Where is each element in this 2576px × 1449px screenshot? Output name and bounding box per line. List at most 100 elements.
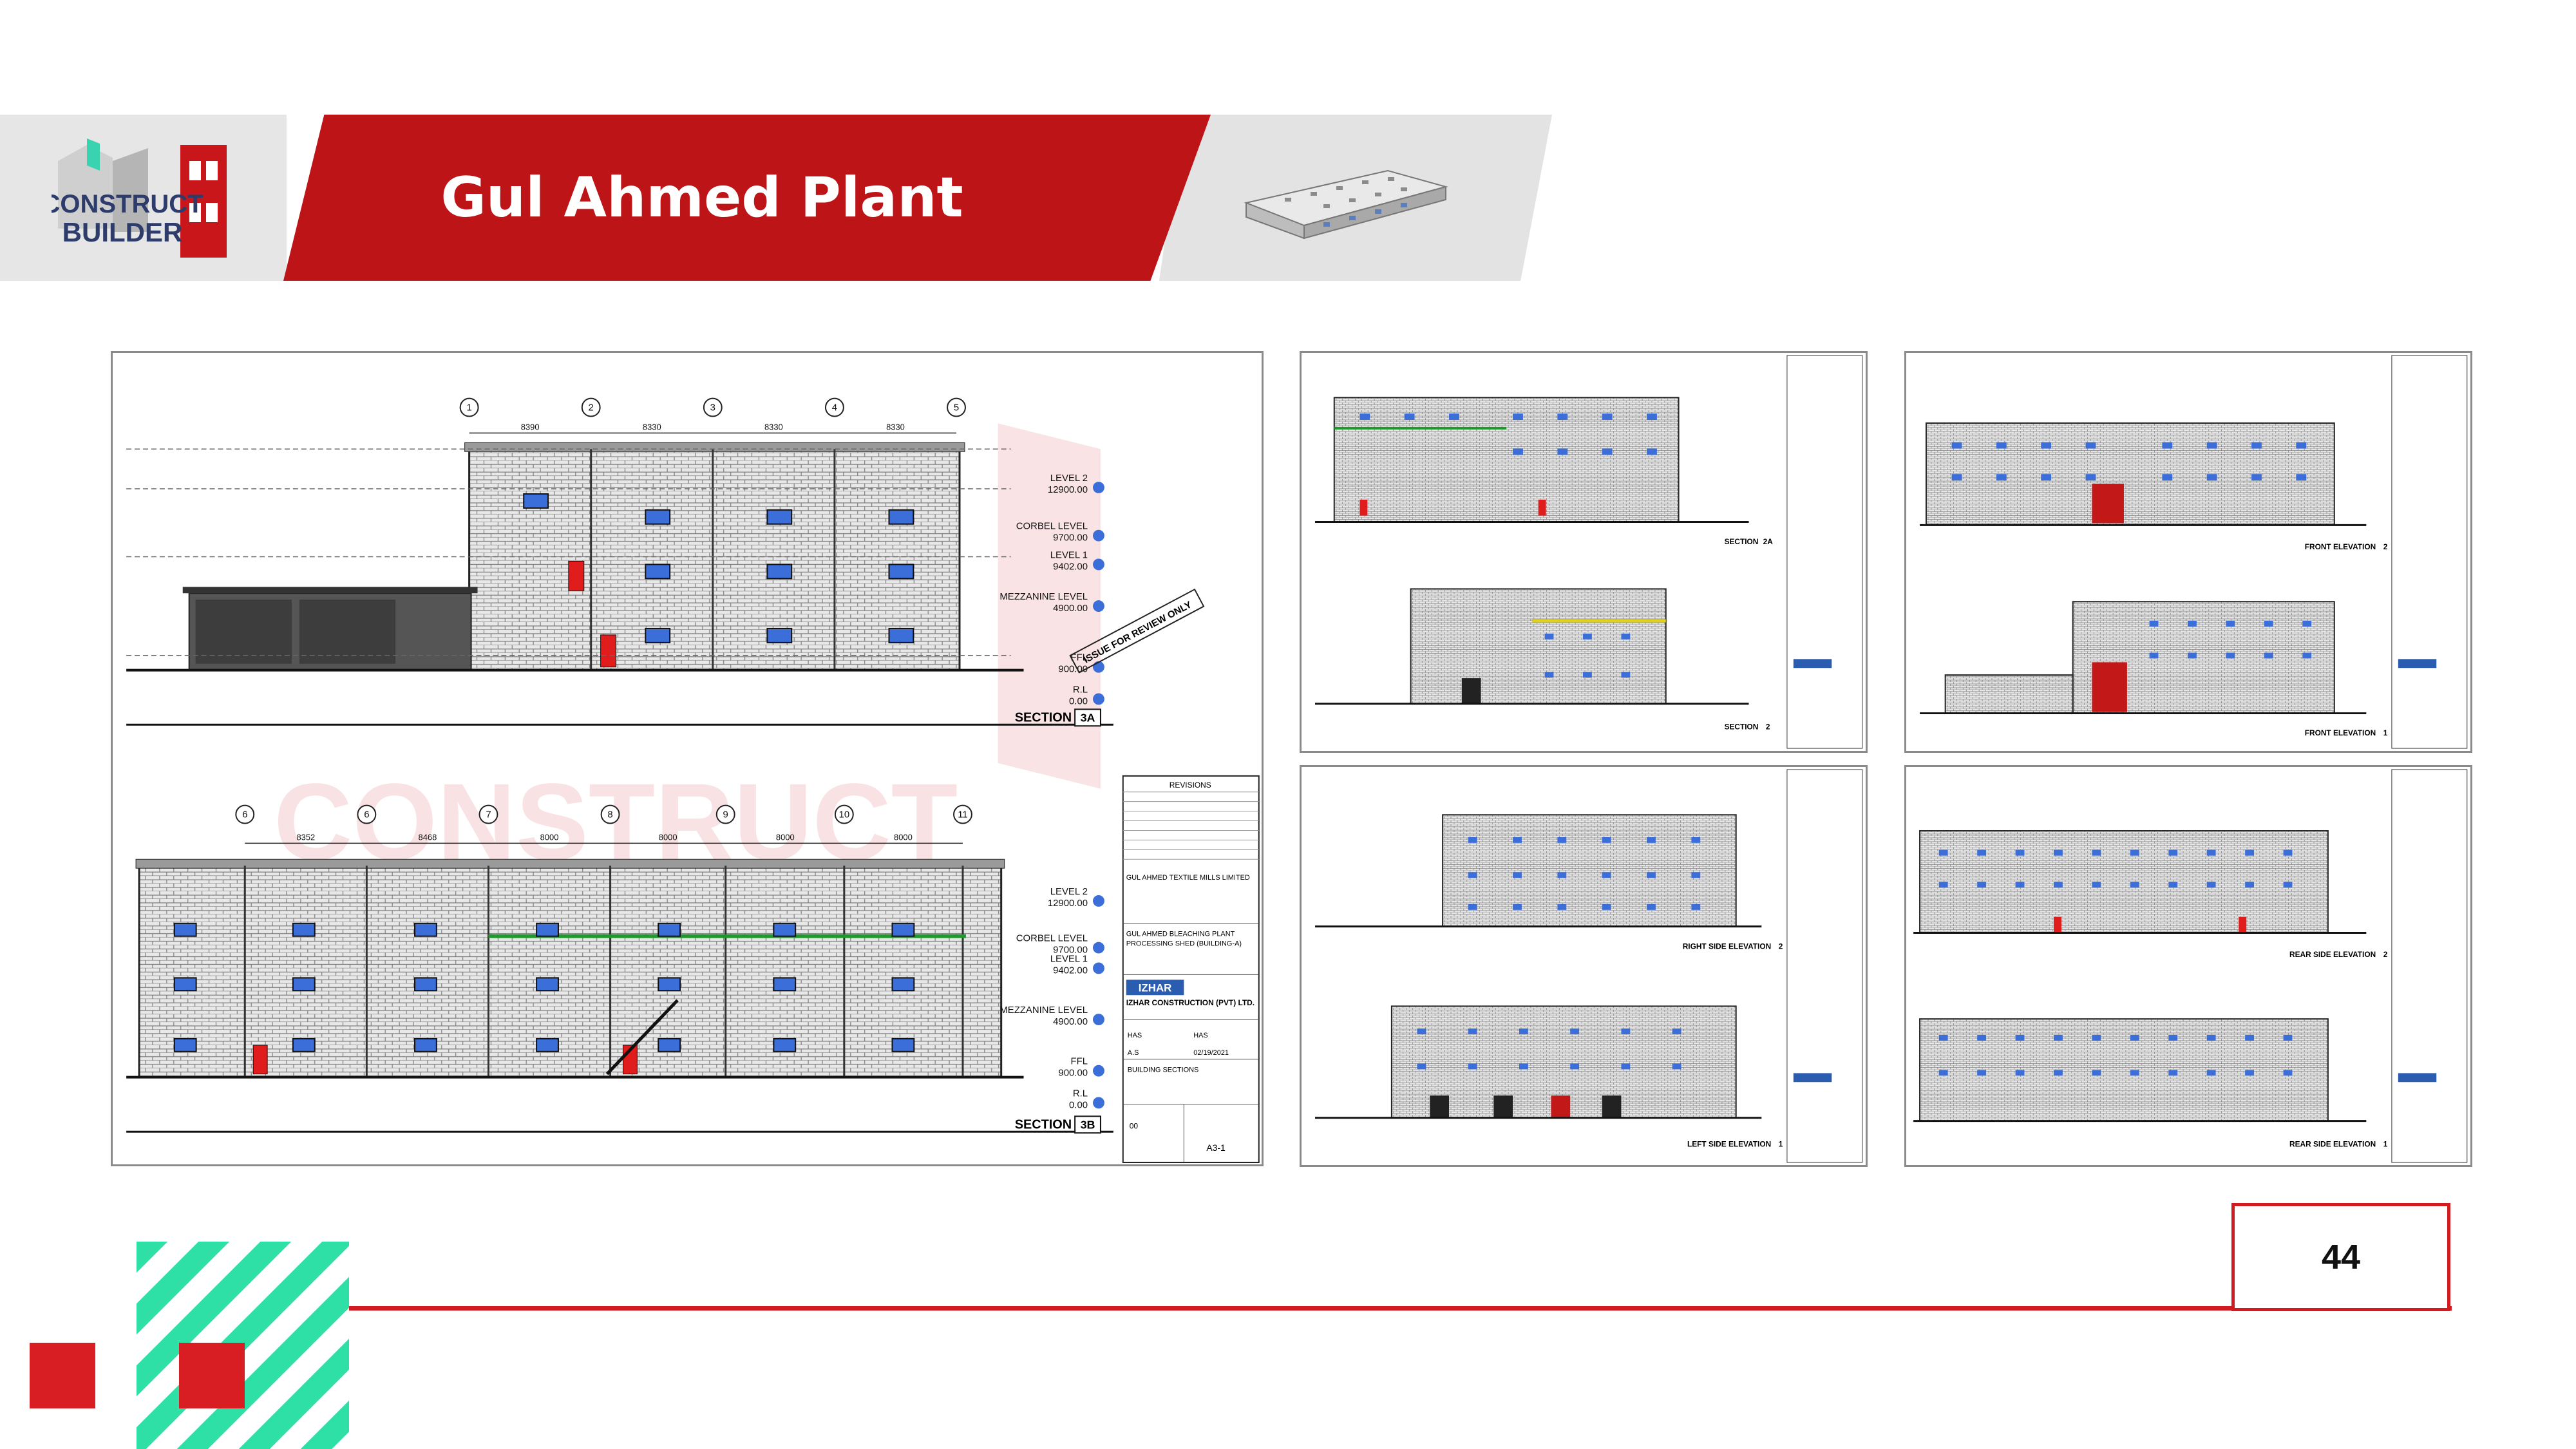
- building-sections-drawing: CONSTRUCT 1 2 3 4 5 8390 8330 8330 8330: [126, 397, 1260, 1164]
- construct-builder-logo: CONSTRUCT BUILDER: [52, 138, 227, 258]
- svg-text:9402.00: 9402.00: [1053, 965, 1088, 976]
- svg-text:FRONT ELEVATION: FRONT ELEVATION: [2305, 728, 2376, 737]
- svg-text:8000: 8000: [659, 832, 677, 842]
- svg-text:REAR SIDE ELEVATION: REAR SIDE ELEVATION: [2289, 950, 2376, 959]
- section-3a-drawing: 1 2 3 4 5 8390 8330 8330 8330: [126, 397, 1205, 727]
- svg-text:R.L: R.L: [1073, 684, 1088, 695]
- svg-text:1: 1: [1779, 1139, 1783, 1148]
- svg-text:MEZZANINE LEVEL: MEZZANINE LEVEL: [999, 591, 1088, 602]
- svg-text:900.00: 900.00: [1058, 664, 1088, 675]
- svg-text:2: 2: [2383, 950, 2388, 959]
- title-block: REVISIONS GUL AHMED TEXTILE MILLS LIMITE…: [1122, 775, 1260, 1164]
- svg-text:2: 2: [1779, 942, 1783, 951]
- header-title-band: [283, 115, 1211, 281]
- svg-text:6: 6: [242, 810, 247, 820]
- svg-text:0.00: 0.00: [1069, 1099, 1088, 1110]
- svg-text:8330: 8330: [886, 422, 905, 431]
- svg-text:0.00: 0.00: [1069, 696, 1088, 706]
- svg-text:SECTION: SECTION: [1725, 537, 1759, 546]
- svg-text:8: 8: [607, 810, 612, 820]
- page-title: Gul Ahmed Plant: [440, 166, 963, 230]
- svg-text:2: 2: [2383, 542, 2388, 551]
- svg-text:8330: 8330: [764, 422, 783, 431]
- svg-text:LEVEL 1: LEVEL 1: [1050, 549, 1088, 560]
- building-sections-sheet: CONSTRUCT 1 2 3 4 5 8390 8330 8330 8330: [111, 351, 1264, 1166]
- svg-text:2A: 2A: [1763, 537, 1774, 546]
- svg-text:8000: 8000: [540, 832, 559, 842]
- svg-text:8390: 8390: [521, 422, 540, 431]
- svg-text:1: 1: [466, 402, 471, 413]
- svg-text:12900.00: 12900.00: [1048, 484, 1088, 495]
- svg-text:8000: 8000: [776, 832, 795, 842]
- svg-text:REAR SIDE ELEVATION: REAR SIDE ELEVATION: [2289, 1139, 2376, 1148]
- svg-text:FFL: FFL: [1071, 652, 1088, 663]
- logo-building-shade: [113, 148, 148, 232]
- svg-text:GUL AHMED TEXTILE MILLS LIMITE: GUL AHMED TEXTILE MILLS LIMITED: [1126, 874, 1250, 882]
- svg-text:CORBEL LEVEL: CORBEL LEVEL: [1016, 933, 1088, 944]
- svg-text:MEZZANINE LEVEL: MEZZANINE LEVEL: [999, 1005, 1088, 1016]
- svg-text:10: 10: [839, 810, 850, 820]
- svg-text:GUL AHMED BLEACHING PLANT: GUL AHMED BLEACHING PLANT: [1126, 931, 1235, 938]
- svg-text:LEFT SIDE ELEVATION: LEFT SIDE ELEVATION: [1687, 1139, 1771, 1148]
- svg-text:LEVEL 2: LEVEL 2: [1050, 473, 1088, 484]
- footer-divider-line: [345, 1306, 2452, 1311]
- section-3b-tag: 3B: [1081, 1118, 1095, 1131]
- svg-text:A3-1: A3-1: [1206, 1142, 1226, 1153]
- svg-text:LEVEL 2: LEVEL 2: [1050, 886, 1088, 897]
- thumbnail-sheet-front-elevations: FRONT ELEVATION 2 FRONT ELEVATION 1: [1904, 351, 2472, 753]
- svg-text:3: 3: [710, 402, 715, 413]
- svg-text:7: 7: [486, 810, 491, 820]
- section-3a-tag: 3A: [1081, 711, 1095, 724]
- svg-text:00: 00: [1130, 1121, 1139, 1130]
- svg-text:LEVEL 1: LEVEL 1: [1050, 953, 1088, 964]
- svg-text:REVISIONS: REVISIONS: [1170, 781, 1211, 790]
- decorative-red-square: [179, 1343, 245, 1408]
- svg-text:HAS: HAS: [1128, 1032, 1142, 1039]
- svg-text:IZHAR: IZHAR: [1139, 981, 1172, 994]
- section-3b-label: SECTION: [1015, 1117, 1072, 1132]
- svg-text:IZHAR CONSTRUCTION (PVT) LTD.: IZHAR CONSTRUCTION (PVT) LTD.: [1126, 998, 1255, 1007]
- decorative-red-square: [30, 1343, 95, 1408]
- page-number: 44: [2231, 1203, 2450, 1311]
- svg-text:9402.00: 9402.00: [1053, 561, 1088, 572]
- thumbnail-sheet-rear-elevations: REAR SIDE ELEVATION 2 REAR SIDE ELEVATIO…: [1904, 765, 2472, 1167]
- section-3a-label: SECTION: [1015, 710, 1072, 724]
- svg-text:2: 2: [1766, 722, 1770, 731]
- svg-text:2: 2: [589, 402, 594, 413]
- svg-text:1: 1: [2383, 1139, 2388, 1148]
- svg-text:R.L: R.L: [1073, 1088, 1088, 1099]
- svg-text:1: 1: [2383, 728, 2388, 737]
- svg-text:HAS: HAS: [1193, 1032, 1208, 1039]
- thumbnail-sheet-sections: SECTION 2A SECTION 2: [1300, 351, 1868, 753]
- svg-text:5: 5: [954, 402, 959, 413]
- svg-text:4: 4: [832, 402, 837, 413]
- svg-text:8352: 8352: [296, 832, 315, 842]
- svg-text:4900.00: 4900.00: [1053, 603, 1088, 614]
- svg-text:A.S: A.S: [1128, 1049, 1139, 1057]
- svg-text:11: 11: [958, 810, 967, 820]
- svg-text:8000: 8000: [894, 832, 913, 842]
- svg-text:8330: 8330: [643, 422, 661, 431]
- svg-text:8468: 8468: [419, 832, 437, 842]
- svg-text:4900.00: 4900.00: [1053, 1016, 1088, 1027]
- logo-building-teal: [87, 138, 100, 171]
- svg-text:CORBEL LEVEL: CORBEL LEVEL: [1016, 521, 1088, 532]
- svg-text:FRONT ELEVATION: FRONT ELEVATION: [2305, 542, 2376, 551]
- svg-text:PROCESSING SHED (BUILDING-A): PROCESSING SHED (BUILDING-A): [1126, 940, 1242, 948]
- svg-text:9700.00: 9700.00: [1053, 945, 1088, 956]
- svg-text:9: 9: [723, 810, 728, 820]
- plant-3d-model-thumbnail: [1244, 169, 1448, 240]
- logo-building-red: [180, 145, 227, 258]
- svg-text:BUILDING SECTIONS: BUILDING SECTIONS: [1128, 1066, 1199, 1074]
- svg-text:9700.00: 9700.00: [1053, 533, 1088, 544]
- svg-text:RIGHT SIDE ELEVATION: RIGHT SIDE ELEVATION: [1683, 942, 1771, 951]
- svg-text:FFL: FFL: [1071, 1056, 1088, 1067]
- svg-text:900.00: 900.00: [1058, 1068, 1088, 1079]
- svg-text:02/19/2021: 02/19/2021: [1193, 1049, 1229, 1057]
- svg-text:12900.00: 12900.00: [1048, 898, 1088, 909]
- logo-text-construct: CONSTRUCT: [52, 190, 204, 218]
- svg-text:SECTION: SECTION: [1725, 722, 1759, 731]
- section-3b-drawing: 6 6 7 8 9 10 11 8352 8468 8000 8000 8000 8000: [126, 804, 1113, 1134]
- svg-text:6: 6: [364, 810, 369, 820]
